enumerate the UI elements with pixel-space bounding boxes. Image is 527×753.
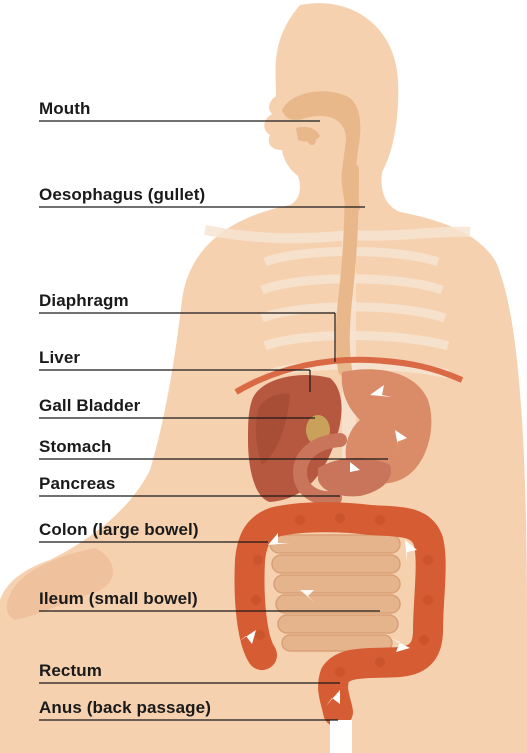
label-gall-bladder: Gall Bladder: [39, 396, 140, 416]
label-anus: Anus (back passage): [39, 698, 211, 718]
label-colon: Colon (large bowel): [39, 520, 199, 540]
label-diaphragm: Diaphragm: [39, 291, 129, 311]
label-stomach: Stomach: [39, 437, 112, 457]
clavicles: [205, 230, 470, 238]
leg-gap: [330, 720, 352, 753]
label-ileum: Ileum (small bowel): [39, 589, 198, 609]
label-liver: Liver: [39, 348, 80, 368]
label-oesophagus: Oesophagus (gullet): [39, 185, 205, 205]
uvula: [308, 137, 316, 145]
label-pancreas: Pancreas: [39, 474, 115, 494]
ileum-coils: [270, 535, 400, 651]
label-mouth: Mouth: [39, 99, 90, 119]
label-rectum: Rectum: [39, 661, 102, 681]
